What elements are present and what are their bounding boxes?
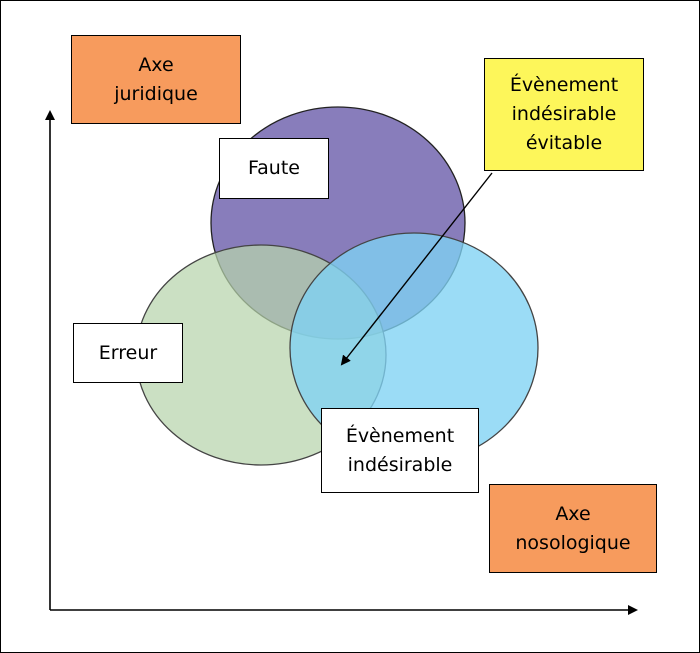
faute-label: Faute xyxy=(219,138,329,199)
evenement-indesirable-label: Évènement indésirable xyxy=(321,408,479,493)
erreur-label: Erreur xyxy=(73,323,183,383)
axe-juridique-label: Axe juridique xyxy=(71,35,241,124)
axe-nosologique-label: Axe nosologique xyxy=(489,484,657,573)
pointer-arrow xyxy=(340,172,493,366)
evenement-indesirable-evitable-label: Évènement indésirable évitable xyxy=(484,58,644,171)
